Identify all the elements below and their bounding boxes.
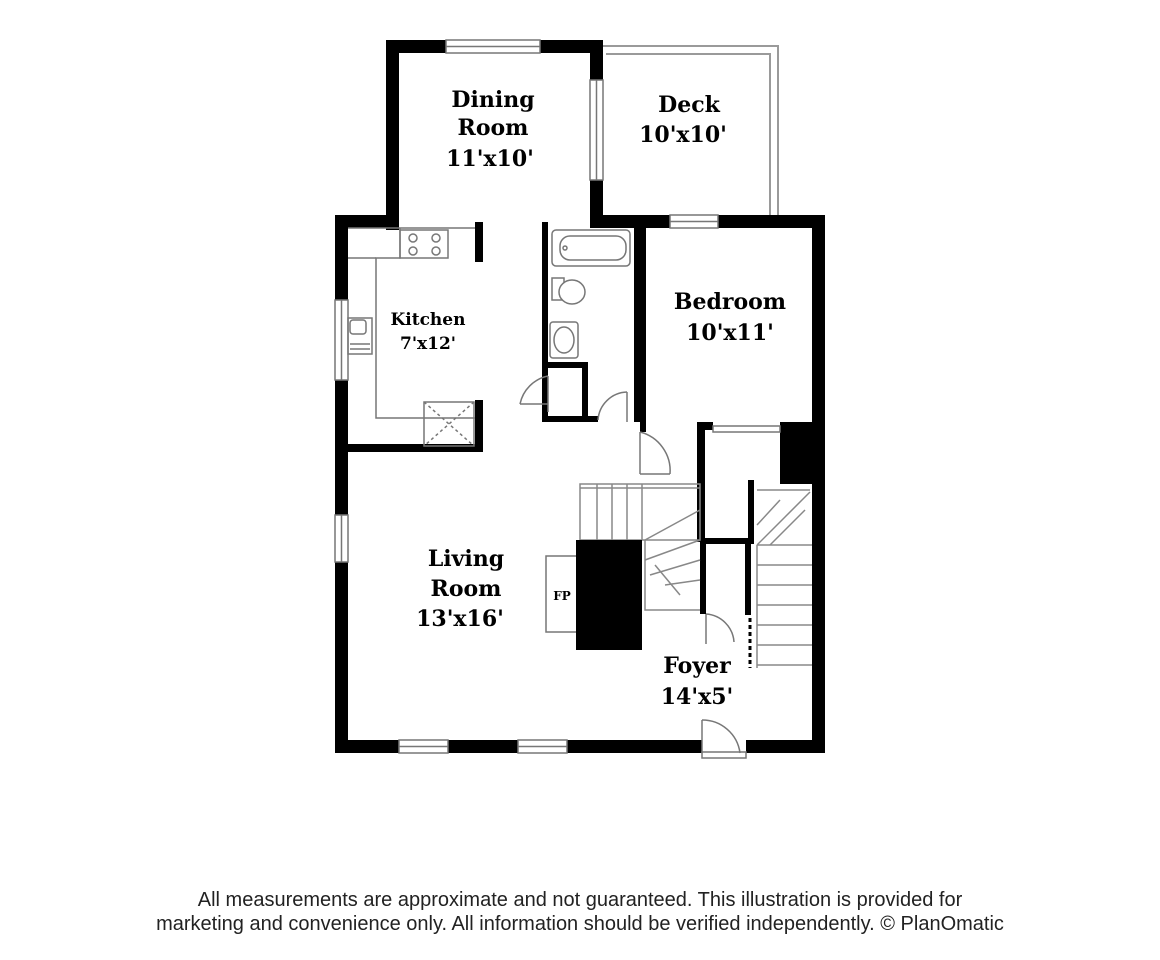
dining-room-name-1: Dining <box>451 87 534 113</box>
fireplace: FP <box>545 540 642 650</box>
bathroom-fixtures <box>549 229 631 359</box>
disclaimer-line-2: marketing and convenience only. All info… <box>156 913 1004 935</box>
deck-name: Deck <box>658 92 720 118</box>
exterior-walls <box>335 40 825 753</box>
label-foyer: Foyer 14'x5' <box>661 653 734 710</box>
label-living-room: Living Room 13'x16' <box>416 546 504 632</box>
kitchen-name: Kitchen <box>391 310 466 330</box>
fireplace-label: FP <box>553 589 571 603</box>
sink-icon <box>349 319 370 350</box>
stairs-right <box>756 489 812 668</box>
label-dining-room: Dining Room 11'x10' <box>446 87 535 172</box>
label-bedroom: Bedroom 10'x11' <box>674 289 786 346</box>
living-room-size: 13'x16' <box>416 606 504 632</box>
interior-walls <box>342 222 812 615</box>
bedroom-name: Bedroom <box>674 289 786 315</box>
disclaimer: All measurements are approximate and not… <box>0 888 1160 936</box>
deck-outline <box>598 45 779 218</box>
windows <box>334 39 719 754</box>
foyer-name: Foyer <box>663 653 731 679</box>
kitchen-fixtures <box>347 227 475 447</box>
foyer-size: 14'x5' <box>661 684 734 710</box>
dining-room-name-2: Room <box>458 115 529 141</box>
closet-doors <box>712 425 781 433</box>
living-room-name-1: Living <box>428 546 504 572</box>
bedroom-size: 10'x11' <box>686 320 774 346</box>
label-deck: Deck 10'x10' <box>639 92 727 148</box>
dining-room-size: 11'x10' <box>446 146 534 172</box>
deck-size: 10'x10' <box>639 122 727 148</box>
kitchen-size: 7'x12' <box>400 334 456 354</box>
doors <box>519 375 747 759</box>
disclaimer-line-1: All measurements are approximate and not… <box>197 889 963 911</box>
label-kitchen: Kitchen 7'x12' <box>391 310 466 354</box>
living-room-name-2: Room <box>431 576 502 602</box>
